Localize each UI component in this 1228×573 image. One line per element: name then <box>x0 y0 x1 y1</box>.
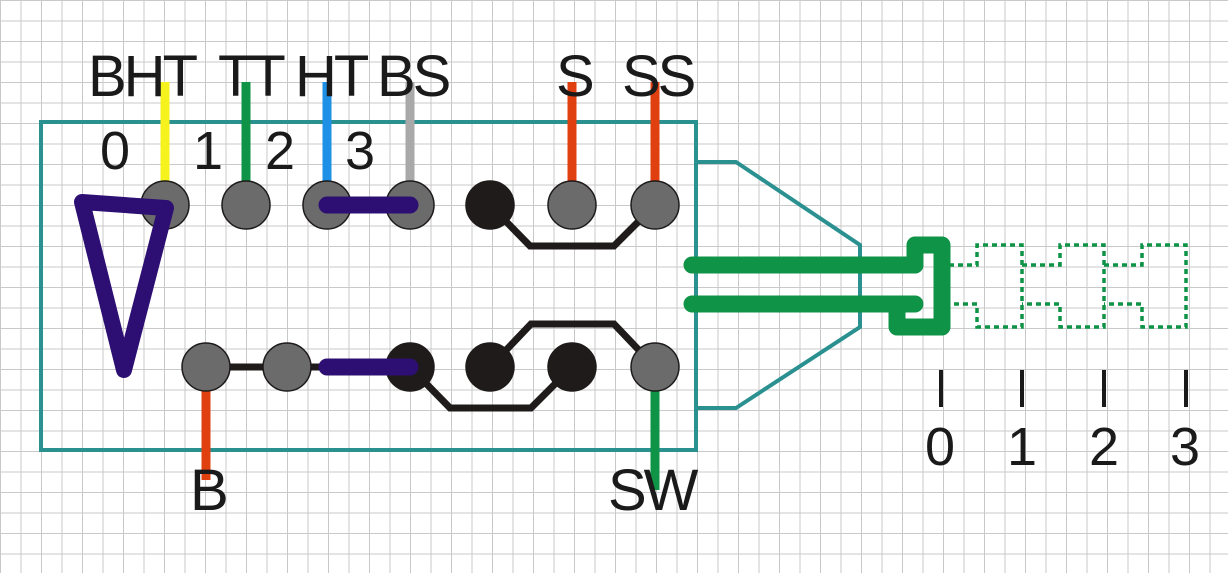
pad-number-0: 0 <box>100 121 131 181</box>
pad-bottom-5 <box>630 342 680 392</box>
position-label-0: 0 <box>925 417 956 477</box>
rotor-position-0 <box>888 236 951 336</box>
label-b: B <box>190 458 229 523</box>
pad-bottom-3 <box>465 342 515 392</box>
pad-bottom-0 <box>181 342 231 392</box>
label-sw: SW <box>608 458 698 523</box>
pad-number-3: 3 <box>345 121 376 181</box>
pad-top-6 <box>630 180 680 230</box>
pad-top-4 <box>465 180 515 230</box>
pad-bottom-4 <box>547 342 597 392</box>
pointer-triangle-icon <box>74 194 174 378</box>
label-s: S <box>556 44 595 109</box>
rotor-ghost-position-3 <box>1104 243 1188 329</box>
label-tt: TT <box>218 44 286 109</box>
pad-top-5 <box>547 180 597 230</box>
trace-bottom-upper <box>487 320 658 370</box>
label-bs: BS <box>377 44 451 109</box>
pad-number-2: 2 <box>265 121 296 181</box>
label-bht: BHT <box>88 44 198 109</box>
switch-body-outline <box>39 120 698 452</box>
label-ss: SS <box>622 44 696 109</box>
pad-number-1: 1 <box>193 121 224 181</box>
position-label-1: 1 <box>1007 417 1038 477</box>
rotor-ghost-position-2 <box>1022 243 1106 329</box>
trace-top-right <box>487 202 658 250</box>
trace-bottom-lower <box>407 364 575 412</box>
label-ht: HT <box>295 44 369 109</box>
switch-shaft-housing <box>696 160 862 410</box>
position-label-2: 2 <box>1089 417 1120 477</box>
position-label-3: 3 <box>1170 417 1201 477</box>
rotor-ghost-position-1 <box>949 243 1024 329</box>
pad-top-1 <box>221 180 271 230</box>
pad-bottom-1 <box>262 342 312 392</box>
